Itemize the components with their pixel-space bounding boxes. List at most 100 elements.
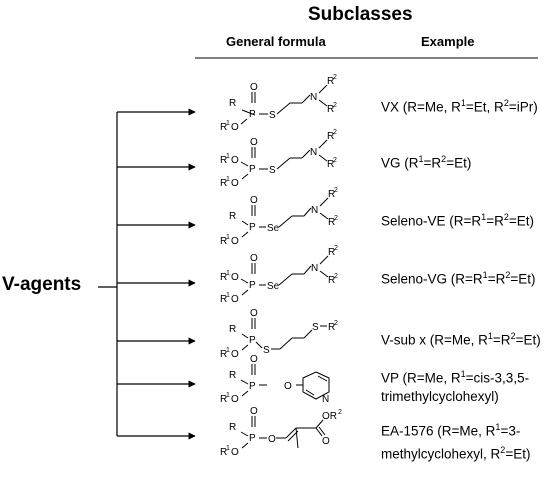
svg-text:O: O [231, 394, 239, 405]
svg-text:R: R [220, 122, 227, 133]
svg-text:2: 2 [338, 409, 342, 416]
svg-text:O: O [231, 294, 239, 305]
svg-text:Se: Se [267, 281, 280, 292]
svg-text:P: P [249, 335, 256, 346]
svg-text:N: N [322, 394, 329, 405]
svg-text:P: P [249, 433, 256, 444]
svg-text:R: R [229, 211, 236, 222]
svg-text:O: O [231, 272, 239, 283]
svg-text:R: R [220, 394, 227, 405]
svg-text:S: S [263, 345, 270, 356]
svg-text:P: P [249, 109, 256, 120]
svg-text:R: R [328, 275, 335, 286]
svg-text:2: 2 [333, 74, 337, 81]
svg-text:1: 1 [226, 120, 230, 127]
svg-text:1: 1 [226, 392, 230, 399]
svg-text:2: 2 [333, 157, 337, 164]
svg-text:P: P [249, 280, 256, 291]
example-seleno-vg: Seleno-VG (R=R1=R2=Et) [381, 270, 536, 287]
svg-text:R: R [229, 98, 236, 109]
svg-text:R: R [229, 324, 236, 335]
svg-text:R: R [328, 189, 335, 200]
svg-text:R: R [220, 236, 227, 247]
svg-text:O: O [231, 122, 239, 133]
svg-text:S: S [269, 110, 276, 121]
svg-text:R: R [328, 322, 335, 333]
svg-text:N: N [310, 92, 317, 103]
svg-text:R: R [327, 131, 334, 142]
svg-text:2: 2 [334, 245, 338, 252]
svg-text:O: O [231, 178, 239, 189]
svg-text:O: O [250, 406, 258, 417]
svg-text:O: O [231, 447, 239, 458]
svg-text:R: R [327, 76, 334, 87]
svg-text:1: 1 [226, 153, 230, 160]
svg-text:R: R [220, 294, 227, 305]
column-header-example: Example [421, 34, 475, 49]
example-vx: VX (R=Me, R1=Et, R2=iPr) [381, 98, 538, 115]
svg-text:2: 2 [334, 273, 338, 280]
svg-text:O: O [231, 236, 239, 247]
svg-text:O: O [250, 82, 258, 93]
svg-text:O: O [250, 354, 258, 365]
example-vg: VG (R1=R2=Et) [381, 154, 472, 171]
svg-text:O: O [250, 137, 258, 148]
column-header-general-formula: General formula [226, 34, 326, 49]
example-v-sub-x: V-sub x (R=Me, R1=R2=Et) [381, 331, 541, 348]
svg-text:R: R [229, 422, 236, 433]
svg-text:R: R [220, 272, 227, 283]
svg-text:R: R [327, 159, 334, 170]
svg-text:N: N [310, 147, 317, 158]
tree-connectors [98, 108, 196, 440]
svg-text:P: P [249, 164, 256, 175]
svg-text:R: R [229, 370, 236, 381]
root-label-v-agents: V-agents [2, 274, 82, 295]
svg-text:O: O [231, 349, 239, 360]
subclasses-title: Subclasses [308, 4, 413, 25]
example-seleno-ve: Seleno-VE (R=R1=R2=Et) [381, 212, 534, 229]
svg-text:R: R [220, 178, 227, 189]
svg-text:2: 2 [334, 215, 338, 222]
svg-text:1: 1 [226, 234, 230, 241]
svg-text:2: 2 [334, 320, 338, 327]
svg-text:R: R [328, 247, 335, 258]
svg-text:O: O [250, 195, 258, 206]
svg-text:O: O [268, 434, 276, 445]
svg-text:O: O [322, 436, 330, 447]
svg-text:N: N [311, 205, 318, 216]
svg-text:S: S [312, 322, 319, 333]
svg-text:2: 2 [334, 187, 338, 194]
svg-text:R: R [220, 349, 227, 360]
svg-text:S: S [269, 165, 276, 176]
svg-text:P: P [249, 381, 256, 392]
svg-text:1: 1 [226, 176, 230, 183]
svg-text:R: R [220, 447, 227, 458]
svg-text:2: 2 [333, 129, 337, 136]
example-ea-1576: EA-1576 (R=Me, R1=3- methylcyclohexyl, R… [381, 422, 531, 461]
svg-text:O: O [250, 308, 258, 319]
svg-text:N: N [311, 263, 318, 274]
svg-text:R: R [220, 155, 227, 166]
svg-text:2: 2 [333, 102, 337, 109]
svg-text:R: R [327, 104, 334, 115]
svg-text:1: 1 [226, 347, 230, 354]
example-vp: VP (R=Me, R1=cis-3,3,5- trimethylcyclohe… [381, 369, 530, 404]
svg-text:1: 1 [226, 270, 230, 277]
svg-text:O: O [231, 155, 239, 166]
svg-text:1: 1 [226, 292, 230, 299]
svg-text:Se: Se [267, 223, 280, 234]
svg-text:R: R [328, 217, 335, 228]
svg-text:O: O [250, 253, 258, 264]
svg-text:1: 1 [226, 445, 230, 452]
svg-text:O: O [284, 381, 292, 392]
svg-text:OR: OR [322, 411, 337, 422]
svg-text:P: P [249, 222, 256, 233]
